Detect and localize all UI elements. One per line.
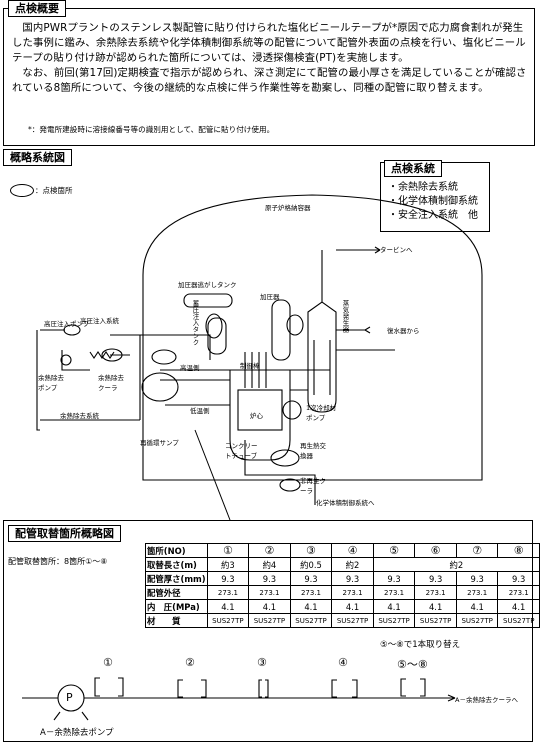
pressurizer-relief-label: 加圧器逃がしタンク	[178, 281, 237, 289]
inspection-point-icon	[151, 349, 177, 365]
inspection-point-icon	[205, 313, 223, 339]
pump-label: A－余熱除去ポンプ	[40, 728, 114, 738]
table-cell: 9.3	[497, 571, 540, 586]
row-label: 材 質	[145, 613, 208, 628]
pressurizer-label: 加圧器	[260, 293, 280, 301]
overview-note: *：発電所建設時に溶接線番号等の識別用として、配管に貼り付け使用。	[28, 125, 275, 134]
pipe-arrow	[447, 694, 456, 699]
overview-text: 国内PWRプラントのステンレス製配管に貼り付けられた塩化ビニールテープが*原因で…	[12, 21, 528, 96]
legend-label: ：点検箇所	[35, 186, 73, 195]
replacement-bracket	[400, 678, 426, 697]
rhr-cooler-icon	[89, 351, 115, 359]
inspection-point-icon	[286, 314, 304, 336]
replacement-count-label: 配管取替箇所：8箇所①～⑧	[8, 557, 108, 566]
feedwater-label: 復水器から	[387, 327, 420, 335]
accumulator-label: 蓄圧注入タンク	[191, 300, 199, 346]
containment-label: 原子炉格納容器	[265, 204, 311, 212]
marker-3: ③	[257, 656, 267, 669]
reactor-core-label: 炉心	[250, 412, 263, 420]
table-cell: SUS27TP	[206, 613, 250, 628]
replacement-bracket	[94, 677, 124, 697]
inspection-point-icon	[101, 348, 123, 362]
leader-line	[194, 429, 231, 521]
cvcs-label: 化学体積制御系統へ	[316, 499, 375, 507]
steam-generator-label: 蒸気発生器	[341, 300, 349, 333]
non-regen-cooler-icon	[279, 478, 301, 492]
table-row: 取替長さ(m) 約3 約4 約0.5 約2 約2	[145, 557, 540, 572]
marker-4: ④	[338, 656, 348, 669]
replacement-spec-table: 箇所(NO) ① ② ③ ④ ⑤ ⑥ ⑦ ⑧ 取替長さ(m) 約3 約4 約0.…	[145, 543, 540, 628]
schematic-header: 概略系統図	[3, 149, 72, 166]
accumulator-icon	[207, 317, 227, 355]
steam-generator-icon	[307, 301, 337, 413]
rhr-pump-label: 余熱除去ポンプ	[38, 374, 64, 392]
inspection-system-item: ・余熱除去系統	[388, 182, 458, 193]
containment-vessel	[142, 194, 483, 481]
marker-1: ①	[103, 656, 113, 669]
replacement-bracket	[331, 679, 358, 698]
hp-injection-system-label: 高圧注入系統	[80, 317, 119, 325]
overview-paragraph-1: 国内PWRプラントのステンレス製配管に貼り付けられた塩化ビニールテープが*原因で…	[12, 22, 526, 64]
pressurizer-relief-tank-icon	[183, 293, 233, 308]
pressurizer-icon	[271, 299, 291, 361]
pump-symbol: P	[66, 691, 73, 704]
inspection-systems-header: 点検系統	[384, 160, 442, 177]
sump-label: 再循環サンプ	[140, 439, 179, 447]
inspection-point-legend-icon	[10, 184, 34, 197]
reactor-vessel-icon	[229, 369, 291, 461]
overview-paragraph-2: なお、前回(第17回)定期検査で指示が認められ、深さ測定にて配管の最小厚さを満足…	[12, 67, 527, 94]
rcp-label: 1次冷却材ポンプ	[306, 404, 337, 422]
hot-leg-label: 高温側	[180, 364, 200, 372]
non-regen-cooler-label: 非再生クーラ	[300, 477, 326, 495]
rhr-cooler-label: 余熱除去クーラ	[98, 374, 124, 392]
pump-icon	[57, 684, 85, 712]
note-5-8: ⑤～⑧で1本取り替え	[380, 640, 461, 650]
cooler-label: A－余熱除去クーラへ	[455, 696, 518, 704]
table-row: 箇所(NO) ① ② ③ ④ ⑤ ⑥ ⑦ ⑧	[145, 543, 540, 558]
hp-injection-pump-label: 高圧注入ポンプ	[44, 320, 90, 328]
reactor-coolant-pump-icon	[282, 400, 302, 420]
rhr-system-label: 余熱除去系統	[60, 412, 99, 420]
table-cell: 4.1	[497, 599, 540, 614]
cold-leg-label: 低温側	[190, 407, 210, 415]
regen-heat-exchanger-icon	[270, 449, 300, 467]
concrete-chute-label: コンクリートチューブ	[225, 442, 258, 460]
marker-2: ②	[185, 656, 195, 669]
overview-header: 点検概要	[8, 0, 66, 17]
inspection-system-item: ・安全注入系統 他	[388, 210, 478, 221]
regen-hx-label: 再生熱交換器	[300, 442, 326, 460]
replacement-header: 配管取替箇所概略図	[8, 525, 121, 542]
replacement-box	[3, 520, 533, 742]
inspection-point-icon	[141, 372, 179, 402]
inspection-systems-list: ・余熱除去系統 ・化学体積制御系統 ・安全注入系統 他	[388, 181, 478, 223]
rhr-pump-icon	[60, 354, 72, 366]
replacement-bracket	[177, 679, 207, 698]
table-cell: SUS27TP	[497, 613, 540, 628]
control-rods-label: 制御棒	[240, 362, 260, 370]
replacement-bracket	[258, 679, 269, 698]
marker-5-8: ⑤～⑧	[397, 658, 428, 671]
inspection-system-item: ・化学体積制御系統	[388, 196, 478, 207]
overview-box	[3, 8, 535, 146]
table-row: 材 質 SUS27TP SUS27TP SUS27TP SUS27TP SUS2…	[145, 613, 540, 628]
turbine-label: タービンへ	[380, 246, 413, 254]
inspection-point-icon	[63, 324, 81, 336]
